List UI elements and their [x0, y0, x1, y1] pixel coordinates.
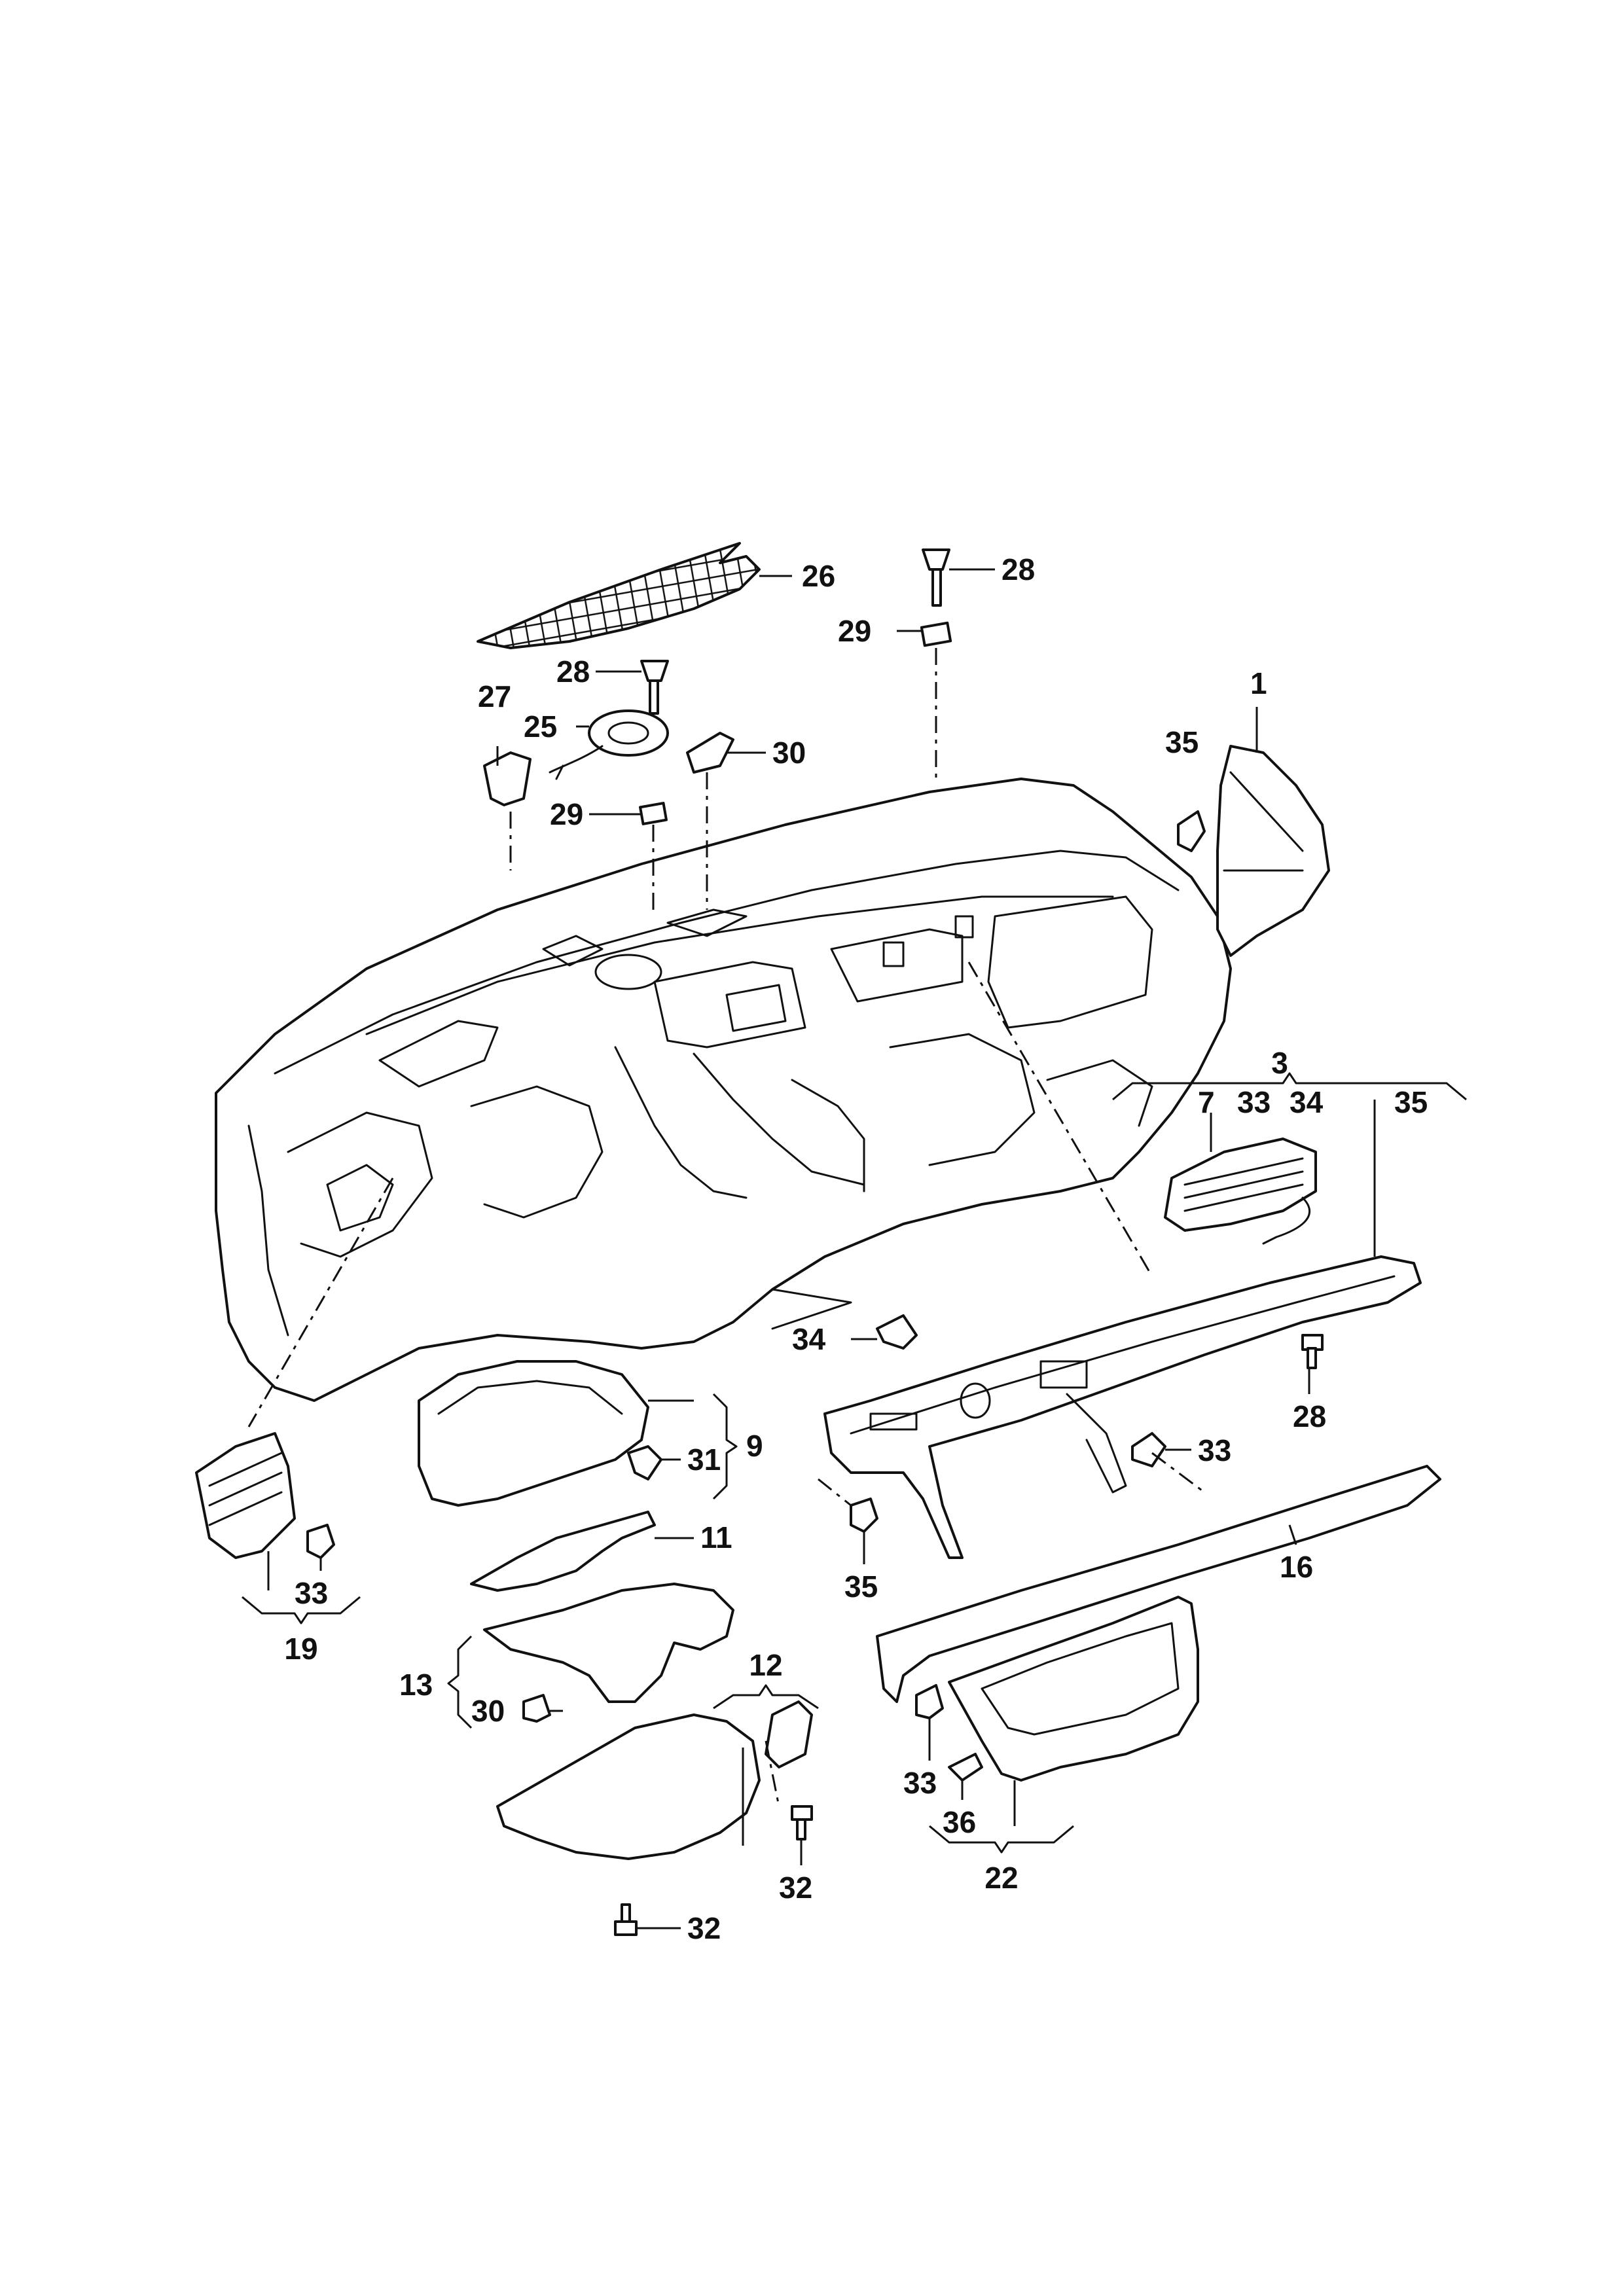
assembly-lines [247, 648, 1205, 1807]
callout-27: 27 [478, 679, 511, 713]
callout-labels: 1 3 7 33 34 35 9 11 12 13 16 19 22 25 26… [284, 552, 1428, 1945]
bolt-28-mid [640, 660, 669, 715]
callout-33-group22: 33 [903, 1766, 937, 1800]
part-13-column-trim-upper [483, 1583, 734, 1703]
callout-25: 25 [524, 709, 557, 744]
brace-22 [929, 1825, 1074, 1854]
callout-3: 3 [1271, 1046, 1288, 1080]
callout-13: 13 [399, 1668, 433, 1702]
callout-35-group3: 35 [1394, 1085, 1428, 1119]
clip-30-top [686, 732, 734, 774]
part-7-air-vent [1164, 1138, 1317, 1245]
part-25-speaker [549, 709, 669, 780]
part-19-vent-housing [195, 1432, 296, 1559]
bolt-28-right [1301, 1334, 1324, 1369]
leader-lines [267, 568, 1376, 1929]
callout-29-mid: 29 [550, 797, 583, 831]
group-braces [242, 1072, 1467, 1854]
part-11-bracket [470, 1511, 656, 1592]
callout-34-group3: 34 [1290, 1085, 1324, 1119]
clip-35-top [1177, 810, 1206, 852]
clip-30-low [522, 1694, 551, 1723]
clip-35-low [850, 1498, 878, 1533]
part-16-trim-strip [876, 1465, 1441, 1703]
callout-32-right: 32 [779, 1871, 812, 1905]
clip-34-mid [876, 1314, 918, 1350]
clip-36 [948, 1753, 983, 1782]
part-26-dash-top-cover [477, 542, 761, 649]
clip-31 [627, 1445, 662, 1480]
callout-1: 1 [1250, 666, 1267, 700]
clip-33-left [306, 1524, 335, 1559]
callout-22: 22 [984, 1861, 1018, 1895]
dashboard-panel [215, 778, 1232, 1402]
part-1-side-panel [1216, 745, 1330, 957]
callout-33-left: 33 [295, 1576, 328, 1610]
brace-9 [712, 1393, 738, 1500]
nut-29-mid [639, 802, 668, 825]
callout-29-top: 29 [838, 614, 871, 648]
callout-35-low: 35 [844, 1570, 878, 1604]
callout-7: 7 [1198, 1085, 1215, 1119]
callout-33-group3: 33 [1237, 1085, 1271, 1119]
screw-32-right [791, 1805, 813, 1840]
clip-33-right [1131, 1432, 1166, 1467]
callout-35-top: 35 [1165, 725, 1199, 759]
brace-13 [447, 1635, 473, 1729]
callout-28-top: 28 [1001, 552, 1035, 586]
callout-19: 19 [284, 1632, 317, 1666]
callout-11: 11 [700, 1520, 732, 1554]
nut-29-top [920, 621, 952, 647]
screw-32-left [614, 1903, 638, 1936]
callout-28-mid: 28 [556, 655, 590, 689]
brace-19 [242, 1596, 361, 1624]
callout-12: 12 [749, 1648, 782, 1682]
part-3-lower-dash-panel [823, 1255, 1422, 1559]
part-22-glovebox-door [948, 1596, 1199, 1782]
callout-31: 31 [687, 1443, 721, 1477]
callout-30-top: 30 [772, 736, 806, 770]
callout-36: 36 [943, 1805, 976, 1839]
callout-30-low: 30 [471, 1694, 505, 1728]
bolt-28-top [922, 548, 950, 607]
clip-33-g22 [915, 1684, 944, 1719]
brace-3 [1112, 1072, 1467, 1101]
callout-32-left: 32 [687, 1911, 721, 1945]
part-9-cluster-surround [418, 1360, 649, 1507]
callout-28-right: 28 [1293, 1399, 1326, 1433]
callout-26: 26 [802, 559, 835, 593]
callout-34-mid: 34 [792, 1322, 826, 1356]
part-27-cover-cap [483, 751, 532, 806]
brace-12 [713, 1684, 819, 1710]
callout-16: 16 [1280, 1550, 1313, 1584]
callout-9: 9 [746, 1429, 763, 1463]
callout-33-right: 33 [1198, 1433, 1231, 1467]
part-12-column-trim-lower [496, 1700, 813, 1860]
